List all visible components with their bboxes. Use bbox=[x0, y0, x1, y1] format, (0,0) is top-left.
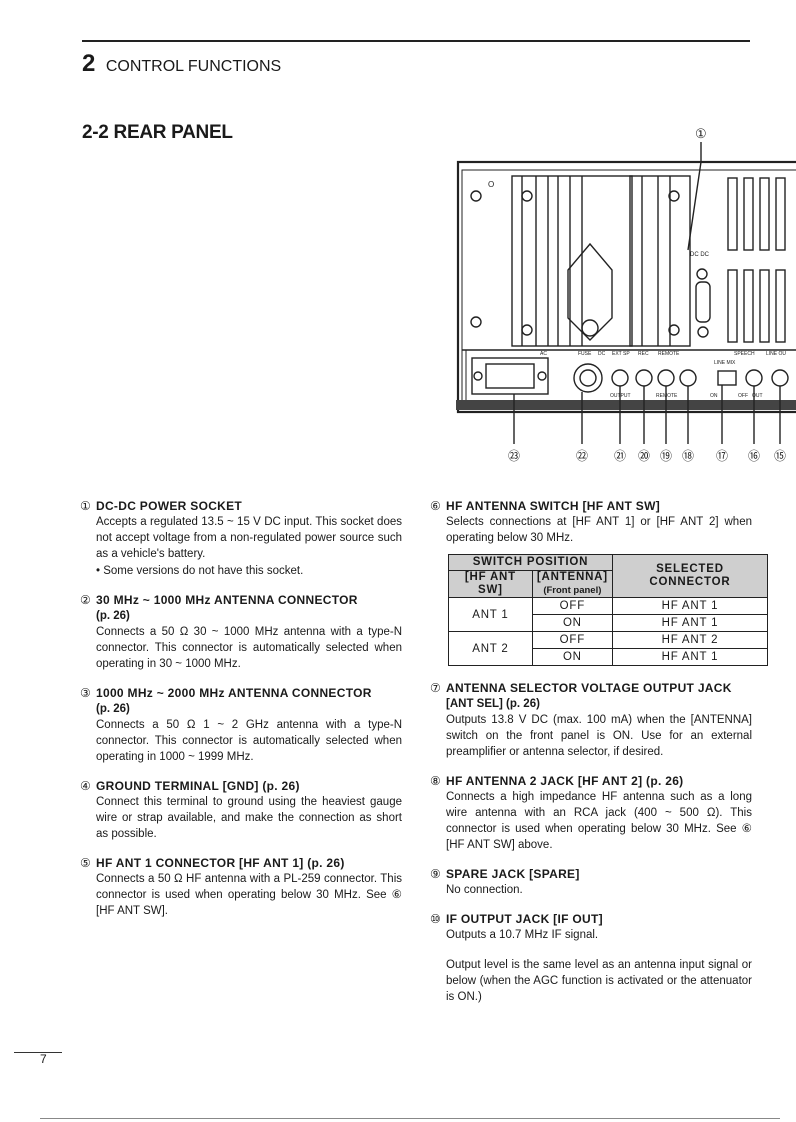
page-number: 7 bbox=[40, 1052, 47, 1066]
bottom-rule bbox=[40, 1118, 780, 1119]
chapter-title: CONTROL FUNCTIONS bbox=[105, 58, 282, 75]
svg-text:AC: AC bbox=[540, 351, 547, 357]
th-switch-position: SWITCH POSITION bbox=[448, 554, 613, 571]
callout-21: ㉑ bbox=[614, 449, 626, 463]
callout-17: ⑰ bbox=[716, 449, 728, 463]
svg-text:OUT: OUT bbox=[752, 393, 763, 399]
table-row: ANT 2 OFF HF ANT 2 bbox=[448, 631, 769, 666]
if-output-note: Output level is the same level as an ant… bbox=[446, 959, 752, 1003]
section-title: 2-2 REAR PANEL bbox=[82, 122, 233, 143]
svg-text:LINE OU: LINE OU bbox=[766, 351, 786, 357]
svg-text:EXT SP: EXT SP bbox=[612, 351, 630, 357]
top-rule bbox=[82, 40, 750, 42]
callout-19: ⑲ bbox=[660, 449, 672, 463]
svg-text:REMOTE: REMOTE bbox=[658, 351, 680, 357]
svg-text:REC: REC bbox=[638, 351, 649, 357]
callout-15: ⑮ bbox=[774, 449, 786, 463]
svg-text:LINE MIX: LINE MIX bbox=[714, 360, 736, 366]
svg-text:OFF: OFF bbox=[738, 393, 748, 399]
th-selected-connector: SELECTED CONNECTOR bbox=[611, 554, 769, 598]
table-row: ON HF ANT 1 bbox=[449, 648, 769, 666]
callout-23: ㉓ bbox=[508, 449, 520, 463]
callout-20: ⑳ bbox=[638, 449, 650, 463]
svg-text:REMOTE: REMOTE bbox=[656, 393, 678, 399]
callout-18: ⑱ bbox=[682, 449, 694, 463]
svg-text:ON: ON bbox=[710, 393, 718, 399]
table-row: ANT 1 OFF HF ANT 1 bbox=[448, 597, 769, 632]
th-antenna: [ANTENNA](Front panel) bbox=[531, 570, 613, 598]
svg-text:O: O bbox=[488, 180, 494, 189]
switch-position-table: SWITCH POSITION SELECTED CONNECTOR [HF A… bbox=[448, 554, 769, 666]
svg-text:DC: DC bbox=[598, 351, 606, 357]
svg-text:FUSE: FUSE bbox=[578, 351, 592, 357]
callout-16: ⑯ bbox=[748, 449, 760, 463]
svg-text:DC DC: DC DC bbox=[690, 252, 710, 258]
chapter-number: 2 bbox=[82, 50, 96, 77]
callout-1: ① bbox=[695, 126, 707, 141]
page-number-rule bbox=[14, 1052, 62, 1053]
th-hf-ant-sw: [HF ANT SW] bbox=[448, 570, 533, 598]
svg-text:SPEECH: SPEECH bbox=[734, 351, 755, 357]
chapter-header: 2 CONTROL FUNCTIONS bbox=[82, 50, 281, 78]
rear-panel-figure: ① O DC DC bbox=[456, 126, 796, 463]
callout-22: ㉒ bbox=[576, 449, 588, 463]
table-row: ON HF ANT 1 bbox=[449, 614, 769, 632]
